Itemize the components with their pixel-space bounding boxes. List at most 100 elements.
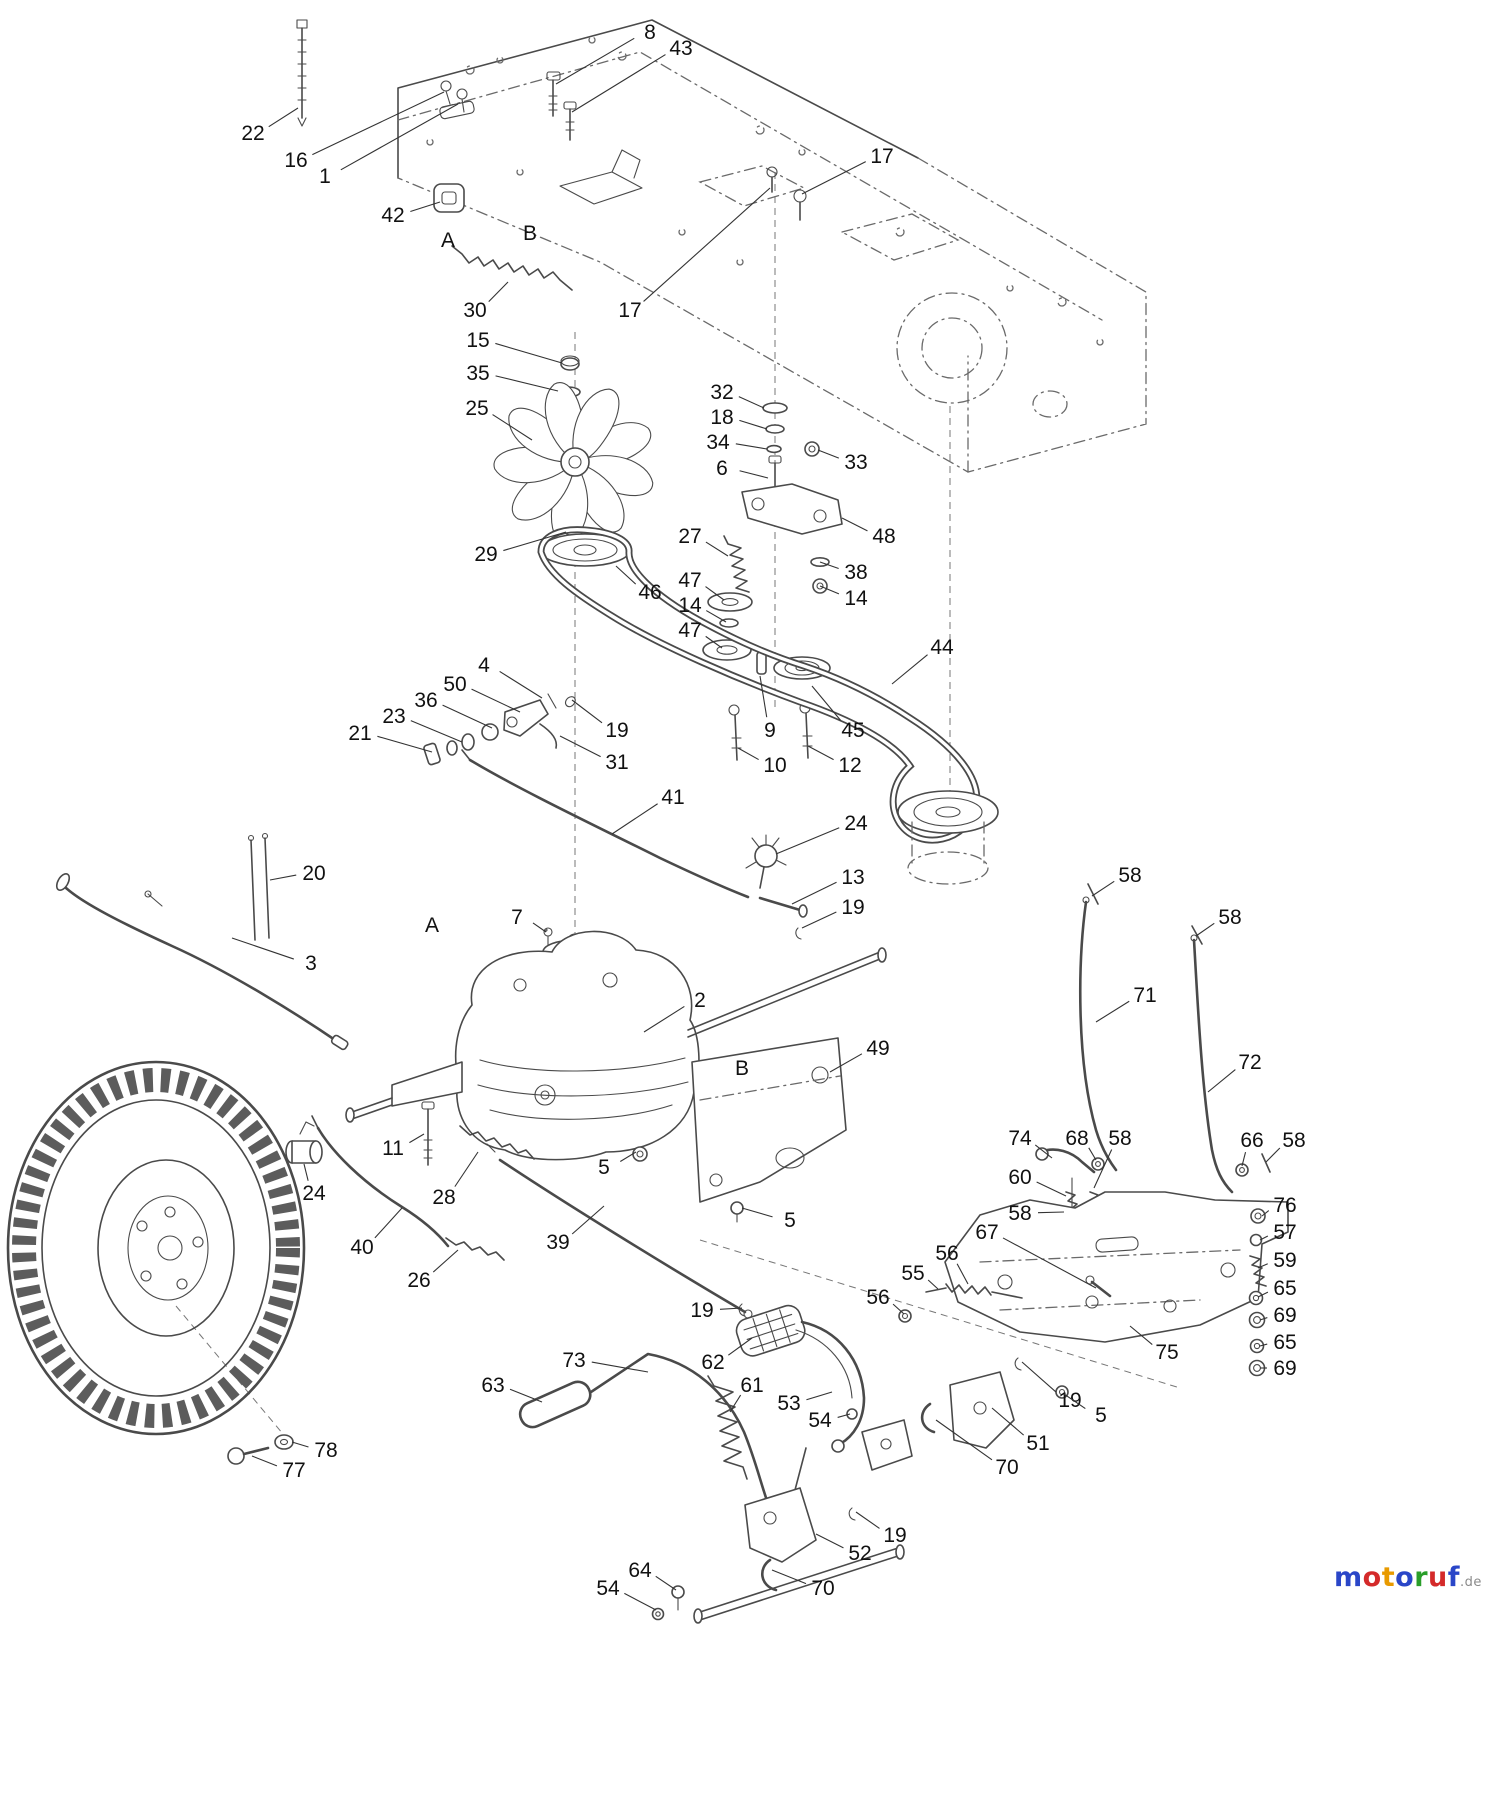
- part-callout-71-51: 71: [1133, 984, 1156, 1007]
- bolt-67: [1085, 1275, 1112, 1298]
- callout-leader-29-20: [503, 531, 567, 552]
- handle-grip-63: [518, 1380, 592, 1429]
- callout-leader-3-49: [231, 937, 295, 960]
- callout-leader-67-69: [1002, 1237, 1097, 1289]
- part-callout-19-44: 19: [841, 896, 864, 919]
- callout-leader-55-75: [927, 1279, 939, 1290]
- part-callout-58-59: 58: [1282, 1129, 1305, 1152]
- part-callout-57-67: 57: [1273, 1221, 1296, 1244]
- part-callout-3-49: 3: [305, 952, 317, 975]
- part-callout-39-74: 39: [546, 1231, 569, 1254]
- bolt-5-mid: [730, 1201, 744, 1223]
- bolt-54-upper: [846, 1408, 858, 1420]
- part-callout-24-41: 24: [844, 812, 868, 835]
- callout-leader-52-96: [815, 1533, 844, 1549]
- callout-leader-48-19: [841, 517, 868, 532]
- pedal-pad-62: [735, 1304, 806, 1357]
- callout-leader-78-92: [291, 1441, 309, 1448]
- callout-leader-73-82: [591, 1361, 649, 1373]
- part-callout-66-58: 66: [1240, 1129, 1263, 1152]
- rod-40: [311, 1115, 450, 1248]
- clip-19-plate: [1014, 1357, 1022, 1371]
- bracket-49: [691, 1037, 847, 1203]
- callout-leader-63-86: [509, 1388, 543, 1403]
- part-callout-51-91: 51: [1026, 1432, 1049, 1455]
- pin-58-a: [1087, 883, 1099, 905]
- bolt-7: [544, 928, 548, 932]
- cable-ties-20: [247, 832, 270, 941]
- rod-3: [55, 873, 349, 1051]
- callout-leader-58-57: [1093, 1149, 1113, 1189]
- part-callout-43-1: 43: [669, 37, 692, 60]
- callout-leader-19-44: [801, 911, 837, 929]
- part-callout-1-4: 1: [319, 165, 331, 188]
- watermark-letter: u: [1428, 1562, 1448, 1593]
- callout-leader-12-39: [807, 745, 834, 761]
- callout-leader-51-91: [991, 1407, 1025, 1436]
- spring-26: [445, 1237, 505, 1261]
- callout-leader-70-99: [771, 1569, 807, 1585]
- part-callout-14-26: 14: [678, 594, 702, 617]
- callout-leader-18-15: [739, 419, 768, 430]
- pedal-linkage: [744, 1419, 913, 1563]
- part-callout-78-92: 78: [314, 1439, 337, 1462]
- part-callout-B-8: B: [523, 222, 537, 245]
- callout-leader-58-45: [1091, 880, 1115, 897]
- callout-leader-27-21: [705, 541, 729, 557]
- callout-leader-22-2: [268, 107, 299, 128]
- wheel-tire: [6, 1060, 306, 1436]
- bracket-51: [949, 1371, 1015, 1449]
- part-callout-A-7: A: [441, 229, 455, 252]
- part-callout-41-40: 41: [661, 786, 684, 809]
- part-callout-21-33: 21: [348, 722, 371, 745]
- part-callout-15-11: 15: [466, 329, 489, 352]
- rod-72: [1190, 934, 1234, 1194]
- part-callout-70-93: 70: [995, 1456, 1018, 1479]
- part-callout-7-48: 7: [511, 906, 523, 929]
- callout-leader-5-68: [741, 1207, 773, 1218]
- callout-leader-72-52: [1207, 1069, 1236, 1093]
- callout-leader-62-83: [728, 1337, 753, 1356]
- shoulder-screw-22: [296, 19, 308, 127]
- part-callout-54-90: 54: [808, 1409, 832, 1432]
- v-belt-44: [537, 526, 981, 844]
- callout-leader-45-37: [811, 685, 842, 721]
- callout-leader-17-10: [643, 187, 771, 302]
- part-callout-29-20: 29: [474, 543, 497, 566]
- engine-pulley: [897, 790, 999, 885]
- part-callout-49-53: 49: [866, 1037, 889, 1060]
- part-callout-30-9: 30: [463, 299, 486, 322]
- callout-leader-76-66: [1261, 1210, 1270, 1217]
- watermark-letter: o: [1395, 1562, 1415, 1593]
- callout-leader-49-53: [829, 1053, 863, 1073]
- fan-25: [489, 380, 659, 548]
- part-callout-B-54: B: [735, 1057, 749, 1080]
- nut-5-left: [632, 1146, 648, 1162]
- part-callout-69-81: 69: [1273, 1357, 1296, 1380]
- chassis-frame: [397, 19, 1147, 473]
- part-callout-60-61: 60: [1008, 1166, 1031, 1189]
- callout-leader-20-42: [269, 874, 297, 881]
- part-callout-31-35: 31: [605, 751, 628, 774]
- part-callout-58-45: 58: [1118, 864, 1141, 887]
- part-callout-13-43: 13: [841, 866, 864, 889]
- part-callout-58-57: 58: [1108, 1127, 1131, 1150]
- callout-leader-47-27: [705, 635, 723, 649]
- part-callout-64-97: 64: [628, 1559, 652, 1582]
- part-callout-54-98: 54: [596, 1577, 620, 1600]
- watermark: motoruf.de: [1334, 1562, 1482, 1593]
- part-callout-47-25: 47: [678, 569, 701, 592]
- bolt-64: [671, 1585, 685, 1611]
- part-callout-25-13: 25: [465, 397, 488, 420]
- callout-leader-54-98: [624, 1592, 657, 1611]
- bolt-10: [728, 704, 742, 761]
- part-callout-65-80: 65: [1273, 1331, 1296, 1354]
- part-callout-23-32: 23: [382, 705, 405, 728]
- part-callout-61-84: 61: [740, 1374, 763, 1397]
- idler-arm-48: [741, 483, 843, 535]
- bracket-42: [433, 183, 465, 213]
- part-callout-27-21: 27: [678, 525, 701, 548]
- part-callout-12-39: 12: [838, 754, 861, 777]
- part-callout-17-5: 17: [870, 145, 893, 168]
